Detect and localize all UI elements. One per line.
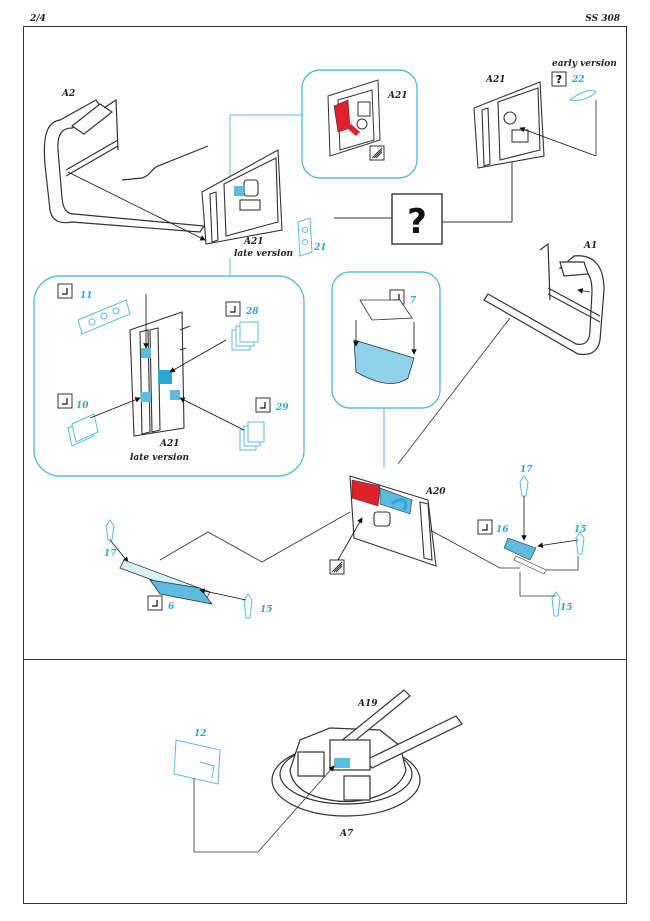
red-part-a20 [351, 479, 381, 507]
question-icon-small [551, 71, 567, 87]
label-early-version: early version [552, 59, 617, 69]
part-12 [173, 739, 221, 785]
a21-panel-early [473, 81, 545, 169]
label-a19: A19 [357, 699, 378, 709]
label-a1: A1 [583, 241, 597, 251]
bend-icon-28 [225, 301, 241, 317]
page-number: 2/4 [30, 14, 46, 24]
bend-icon-11 [57, 283, 73, 299]
part-num-22: 22 [571, 75, 585, 85]
a21-panel-middle [201, 149, 283, 245]
part-7 [353, 339, 415, 384]
bend-icon-10 [57, 393, 73, 409]
part-10 [67, 413, 99, 447]
part-22 [568, 89, 597, 101]
part-num-16: 16 [496, 525, 509, 535]
part-num-17-left: 17 [104, 549, 117, 559]
label-a20: A20 [425, 487, 446, 497]
part-num-11: 11 [80, 291, 93, 301]
blue-knob [234, 186, 244, 196]
label-late-detail: late version [130, 453, 189, 463]
label-a2: A2 [61, 89, 75, 99]
part-num-21: 21 [313, 243, 327, 253]
part-29 [239, 421, 265, 451]
part-16-assembly [503, 537, 547, 575]
part-num-15-left: 15 [260, 605, 273, 615]
part-num-15-right: 15 [574, 525, 587, 535]
page-frame [23, 26, 627, 904]
bend-icon-16 [477, 519, 493, 535]
part-21-plate [297, 217, 313, 257]
part-num-15-bottom: 15 [560, 603, 573, 613]
part-num-7: 7 [410, 296, 417, 306]
question-box [391, 193, 443, 245]
seat-frame-a2 [43, 98, 209, 233]
label-late-version: late version [234, 249, 293, 259]
label-a21-mid: A21 [243, 237, 264, 247]
label-a7: A7 [339, 829, 354, 839]
part-6-assembly [119, 559, 213, 605]
label-a21-top: A21 [387, 91, 408, 101]
part-num-17-right: 17 [520, 465, 533, 475]
turret-guns-a19 [297, 689, 463, 801]
question-mark: ? [407, 202, 427, 242]
part-num-28: 28 [245, 307, 259, 317]
seat-frame-a1 [483, 242, 605, 356]
callout-part-7 [331, 271, 441, 409]
kit-code: SS 308 [585, 14, 620, 24]
question-mark-small: ? [556, 73, 562, 86]
section-divider [23, 659, 627, 660]
label-a21-right: A21 [485, 75, 506, 85]
part-num-6: 6 [168, 602, 175, 612]
blue-sight [334, 758, 350, 768]
label-a21-detail: A21 [159, 439, 180, 449]
part-28 [231, 321, 259, 351]
bend-icon-29 [255, 397, 271, 413]
part-num-29: 29 [275, 403, 289, 413]
part-11 [77, 299, 131, 335]
bend-icon-6 [147, 595, 163, 611]
part-num-12: 12 [194, 729, 207, 739]
part-num-10: 10 [76, 401, 89, 411]
